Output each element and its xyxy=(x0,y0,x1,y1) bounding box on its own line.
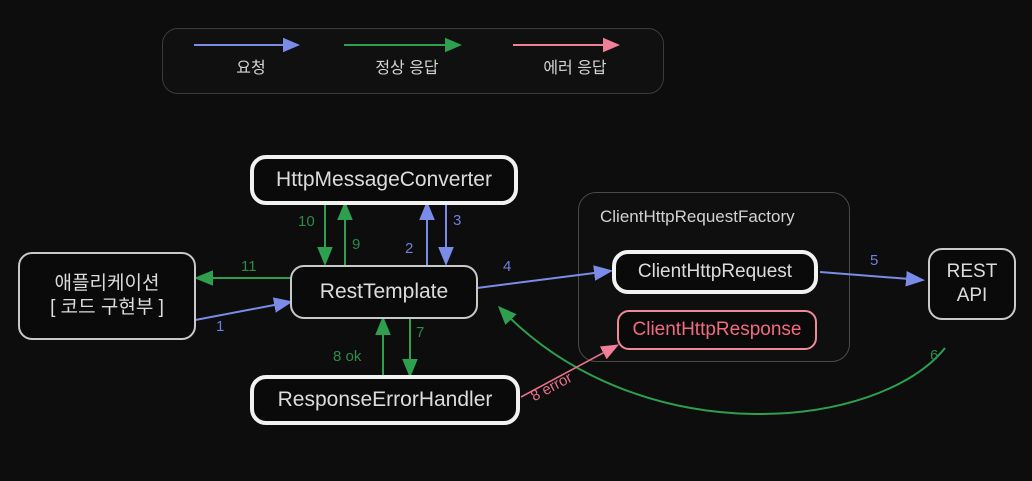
edge-label-5: 5 xyxy=(870,252,879,269)
edge-label-7: 7 xyxy=(416,324,425,341)
node-rest-template[interactable]: RestTemplate xyxy=(290,265,478,319)
node-response-error-handler[interactable]: ResponseErrorHandler xyxy=(250,375,520,425)
node-application[interactable]: 애플리케이션 [ 코드 구현부 ] xyxy=(18,252,196,340)
edge-label-6: 6 xyxy=(930,347,939,364)
edge-label-8-error: 8 error xyxy=(528,369,575,406)
node-client-http-request[interactable]: ClientHttpRequest xyxy=(612,250,818,294)
node-application-line1: 애플리케이션 xyxy=(54,273,160,295)
legend-box xyxy=(162,28,664,94)
edge-1-line xyxy=(189,297,293,322)
legend-label-error-response: 에러 응답 xyxy=(543,60,607,77)
node-http-message-converter-label: HttpMessageConverter xyxy=(276,167,492,191)
edge-label-4: 4 xyxy=(503,258,512,275)
node-rest-api[interactable]: REST API xyxy=(928,248,1016,320)
edge-label-3: 3 xyxy=(453,212,462,229)
edge-label-1: 1 xyxy=(216,318,225,335)
node-http-message-converter[interactable]: HttpMessageConverter xyxy=(250,155,518,205)
node-rest-template-label: RestTemplate xyxy=(319,279,449,303)
node-client-http-response[interactable]: ClientHttpResponse xyxy=(617,310,817,350)
edge-label-2: 2 xyxy=(405,240,414,257)
node-rest-api-line2: API xyxy=(956,285,988,306)
node-client-http-response-label: ClientHttpResponse xyxy=(632,319,802,341)
node-client-http-request-label: ClientHttpRequest xyxy=(637,261,793,283)
client-http-request-factory-label: ClientHttpRequestFactory xyxy=(600,207,795,226)
edge-label-11: 11 xyxy=(241,258,257,275)
legend-label-normal-response: 정상 응답 xyxy=(375,60,439,77)
node-response-error-handler-label: ResponseErrorHandler xyxy=(277,387,493,411)
node-application-line2: [ 코드 구현부 ] xyxy=(50,297,164,318)
legend-label-request: 요청 xyxy=(236,60,266,77)
node-rest-api-line1: REST xyxy=(946,261,998,283)
edge-label-9: 9 xyxy=(352,236,361,253)
edge-label-8-ok: 8 ok xyxy=(333,348,362,365)
edge-label-10: 10 xyxy=(298,213,315,230)
